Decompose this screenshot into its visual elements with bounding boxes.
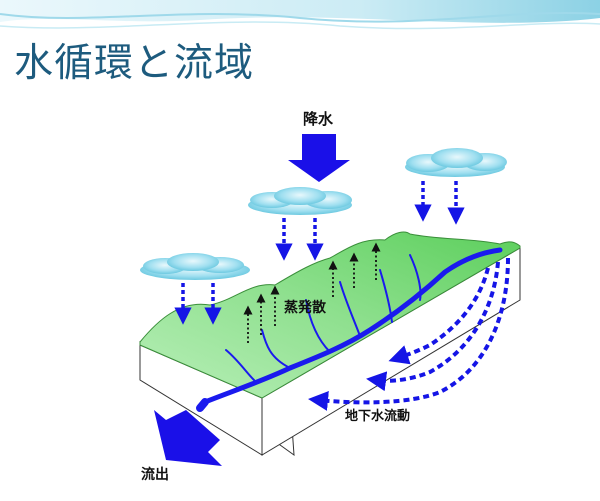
runoff-label: 流出 [141,466,169,483]
tributary [225,349,255,381]
tributary [409,254,422,301]
cloud-left [140,253,250,280]
groundwater-arrow [366,261,500,392]
tributary [339,281,361,337]
precipitation-label: 降水 [303,110,334,128]
cloud-right [405,148,507,177]
groundwater-arrow [308,257,510,411]
evapotranspiration-arrows [243,242,381,343]
groundwater-flow-arrows [308,257,510,411]
groundwater-flow-label: 地下水流動 [345,408,410,424]
header-wave-band [0,0,600,40]
tributary [305,299,331,353]
cloud-middle [248,187,352,215]
rain-arrows [174,181,465,325]
tributary [261,329,291,369]
main-river [202,247,503,405]
river-network [196,247,503,412]
evapotranspiration-label: 蒸発散 [284,299,327,316]
tributary [379,269,393,323]
river-mouth [196,398,209,412]
page-title: 水循環と流域 [14,41,255,86]
precipitation-arrow [288,134,350,182]
groundwater-arrow [388,267,490,365]
runoff-arrow [154,410,222,466]
